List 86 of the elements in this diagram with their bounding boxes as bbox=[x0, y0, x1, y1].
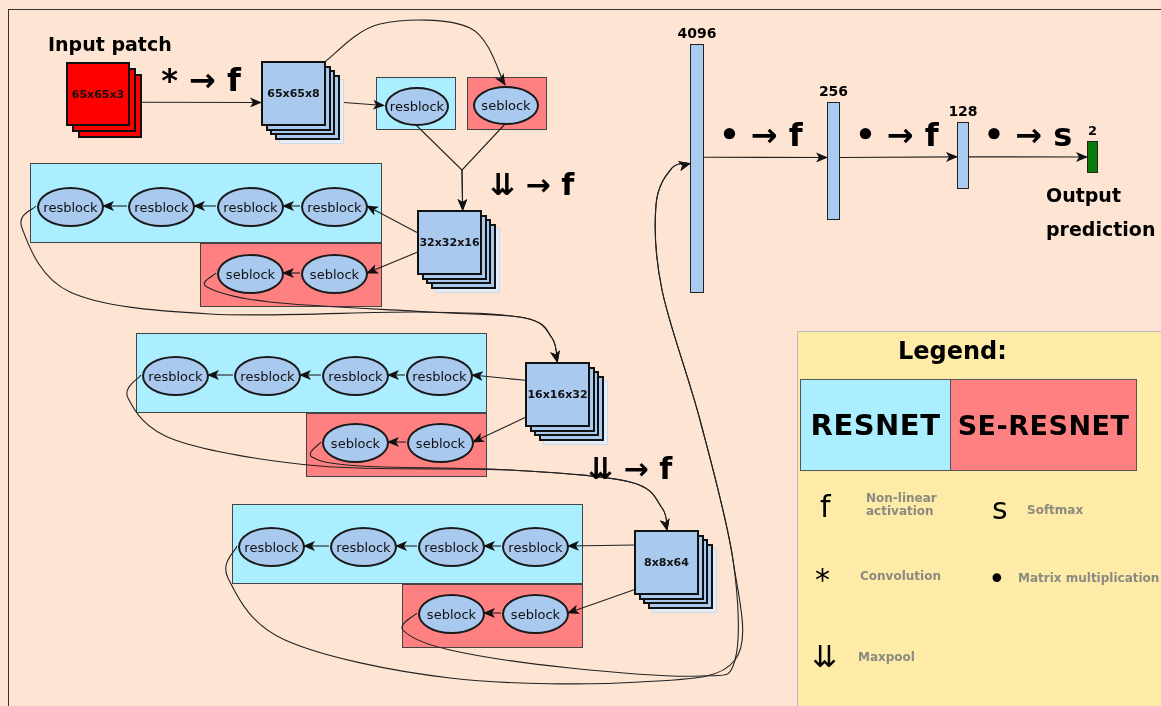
arrow bbox=[472, 417, 526, 443]
block-ellipse: resblock bbox=[418, 527, 485, 567]
feature-map-stack bbox=[261, 61, 344, 144]
tensor-size-label: 16x16x32 bbox=[527, 388, 588, 401]
arrow bbox=[303, 541, 330, 551]
legend-description: Softmax bbox=[1027, 504, 1084, 518]
arrow bbox=[968, 152, 1088, 162]
block-ellipse: seblock bbox=[322, 423, 389, 463]
block-group-panel bbox=[30, 163, 382, 243]
feature-map-stack bbox=[417, 210, 500, 293]
block-ellipse: resblock bbox=[217, 187, 284, 227]
symbol-glyph: • bbox=[988, 562, 1006, 595]
arrow bbox=[193, 201, 217, 211]
legend-swatch: RESNET bbox=[800, 379, 951, 471]
block-ellipse: resblock bbox=[330, 527, 397, 567]
block-ellipse: resblock bbox=[37, 187, 104, 227]
feature-map-stack bbox=[525, 362, 608, 445]
feature-map-stack bbox=[634, 530, 717, 613]
arrow bbox=[282, 201, 301, 211]
block-group-panel bbox=[467, 77, 547, 130]
arrow bbox=[102, 201, 128, 211]
layer-size-label: 2 bbox=[1088, 123, 1097, 138]
block-ellipse: seblock bbox=[502, 594, 569, 634]
arrow bbox=[325, 19, 506, 86]
block-ellipse: seblock bbox=[217, 254, 284, 294]
arrow bbox=[839, 151, 958, 162]
arrow bbox=[343, 99, 385, 110]
arrow bbox=[366, 251, 418, 274]
block-ellipse: resblock bbox=[234, 356, 301, 396]
legend-description: Non-linear activation bbox=[866, 492, 938, 519]
legend-description: Convolution bbox=[860, 570, 941, 584]
block-group-panel bbox=[232, 504, 583, 584]
tensor-size-label: 65x65x8 bbox=[267, 87, 320, 100]
arrow bbox=[483, 541, 502, 551]
tensor-size-label: 8x8x64 bbox=[644, 556, 689, 569]
symbol-glyph: f bbox=[820, 490, 831, 523]
symbol-glyph: s bbox=[992, 492, 1008, 525]
output-caption: Output prediction bbox=[1046, 183, 1157, 242]
symbol-glyph: * bbox=[815, 563, 830, 596]
block-group-panel bbox=[136, 333, 487, 413]
block-ellipse: resblock bbox=[406, 356, 473, 396]
tensor-size-label: 32x32x16 bbox=[419, 236, 480, 249]
arrow bbox=[703, 152, 828, 163]
arrow bbox=[395, 541, 418, 551]
symbol-glyph: ⇊ bbox=[812, 640, 838, 673]
operation-label: ⇊ → f bbox=[490, 168, 575, 201]
operation-label: ⇊ → f bbox=[588, 452, 673, 485]
block-ellipse: seblock bbox=[407, 423, 474, 463]
block-group-panel bbox=[376, 77, 456, 130]
legend-description: Maxpool bbox=[858, 651, 915, 665]
arrow bbox=[483, 608, 502, 618]
arrow bbox=[401, 159, 739, 677]
block-ellipse: seblock bbox=[301, 254, 368, 294]
block-ellipse: resblock bbox=[301, 187, 368, 227]
layer-size-label: 4096 bbox=[677, 25, 717, 41]
block-group-panel bbox=[402, 584, 583, 648]
arrow bbox=[471, 371, 526, 382]
arrow bbox=[309, 441, 671, 531]
block-ellipse: seblock bbox=[418, 594, 485, 634]
arrow bbox=[387, 370, 406, 380]
layer-size-label: 128 bbox=[948, 103, 978, 119]
block-group-panel bbox=[200, 243, 382, 307]
block-ellipse: resblock bbox=[502, 527, 569, 567]
arrow bbox=[457, 123, 506, 211]
block-ellipse: resblock bbox=[142, 356, 209, 396]
block-ellipse: resblock bbox=[238, 527, 305, 567]
tensor-size-label: 65x65x3 bbox=[71, 87, 125, 101]
arrow bbox=[366, 205, 418, 233]
block-ellipse: resblock bbox=[385, 87, 449, 126]
input-heading: Input patch bbox=[48, 33, 172, 55]
legend-title: Legend: bbox=[898, 338, 1007, 365]
arrow bbox=[567, 540, 635, 551]
legend-description: Matrix multiplication bbox=[1018, 572, 1160, 586]
arrow bbox=[141, 97, 262, 108]
layer-size-label: 256 bbox=[818, 83, 849, 99]
arrow bbox=[299, 370, 322, 380]
arrow bbox=[203, 272, 561, 363]
arrow bbox=[282, 268, 301, 278]
block-ellipse: resblock bbox=[322, 356, 389, 396]
block-group-panel bbox=[306, 413, 487, 477]
block-ellipse: resblock bbox=[128, 187, 195, 227]
legend-swatch: SE-RESNET bbox=[950, 379, 1137, 471]
block-ellipse: seblock bbox=[473, 86, 539, 125]
arrow bbox=[207, 370, 234, 380]
arrow bbox=[387, 437, 407, 447]
arrow bbox=[567, 589, 635, 615]
